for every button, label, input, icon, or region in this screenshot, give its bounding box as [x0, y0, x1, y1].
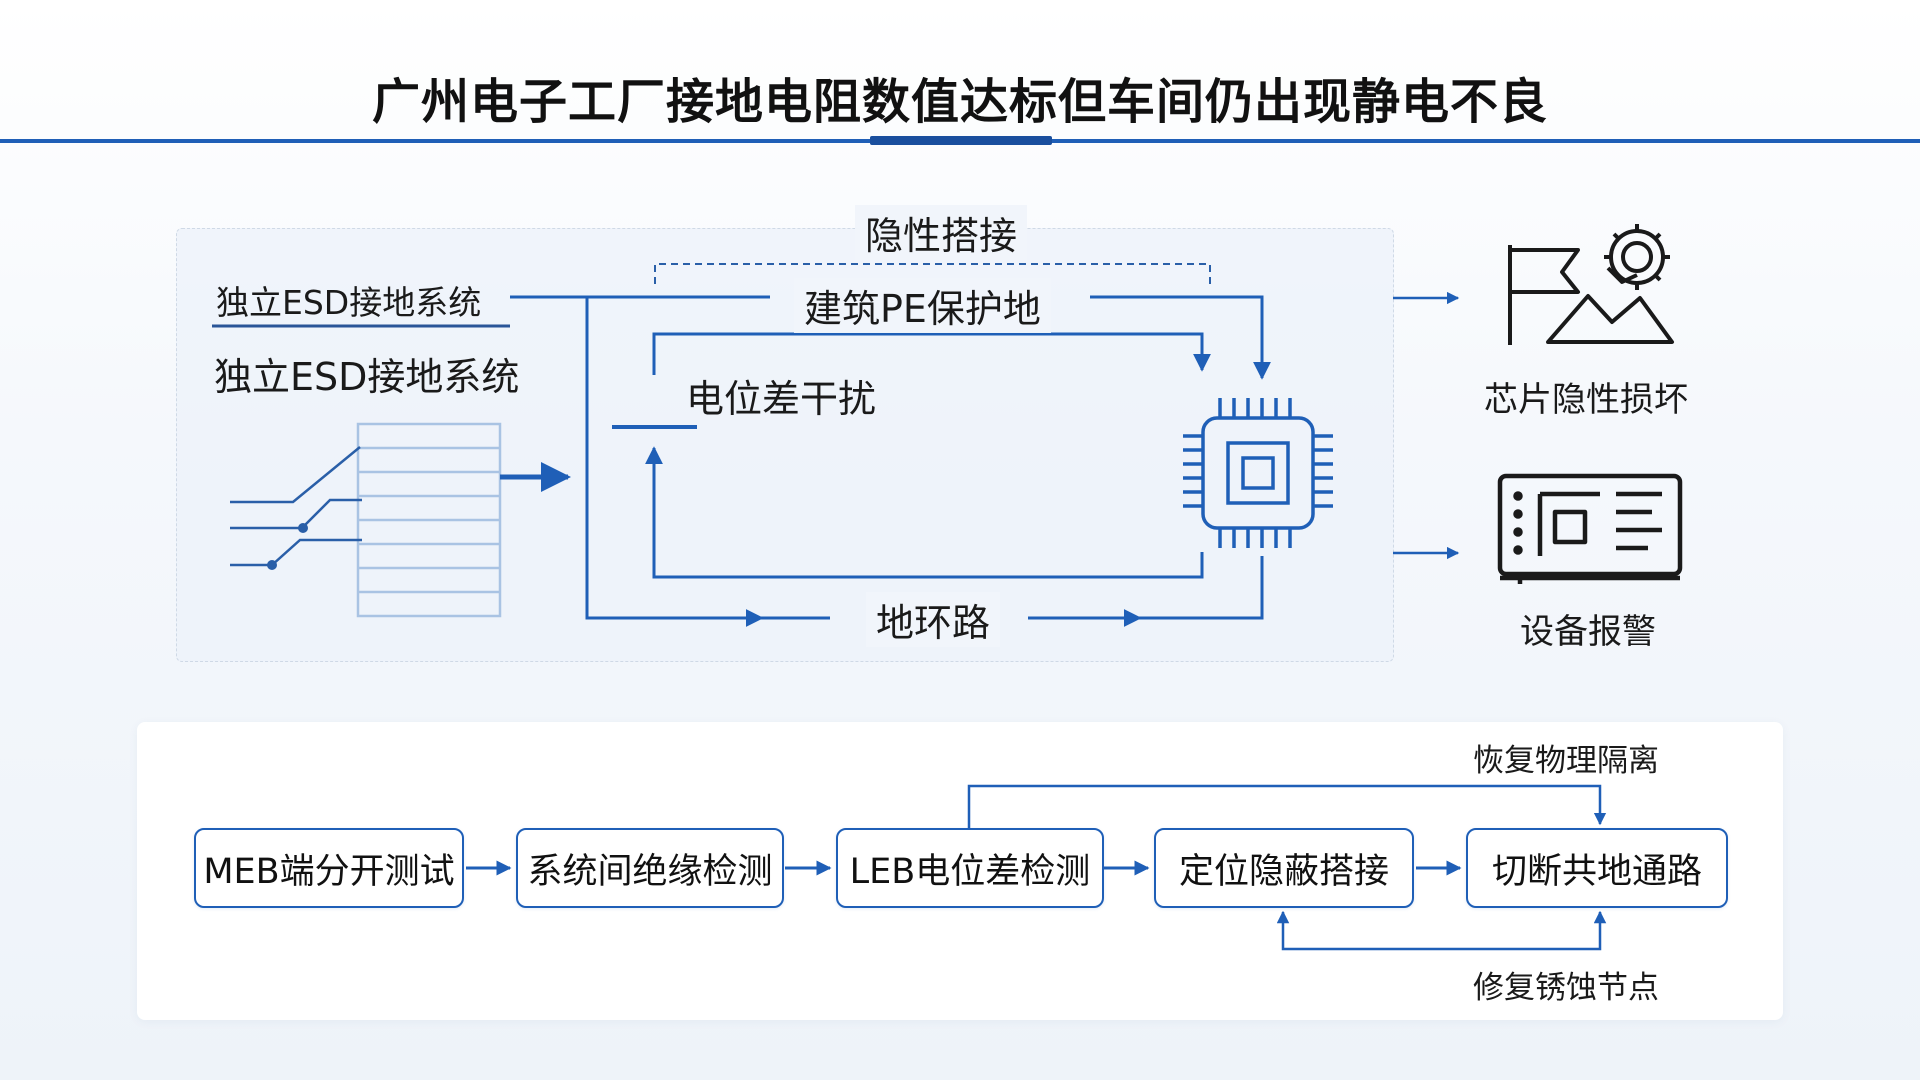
- pe-ground-line: [652, 332, 1211, 375]
- equipment-alarm-label: 设备报警: [1520, 612, 1656, 652]
- repair-corroded-nodes-label: 修复锈蚀节点: [1473, 970, 1659, 1006]
- ground-loop-label: 地环路: [866, 592, 1001, 647]
- alarm-monitor-icon: [1497, 473, 1683, 584]
- page-title: 广州电子工厂接地电阻数值达标但车间仍出现静电不良: [371, 74, 1548, 130]
- ground-loop-line-return: [1028, 556, 1264, 620]
- diagram-panel: [176, 228, 1394, 662]
- wire-node: [298, 523, 308, 533]
- restore-isolation-label: 恢复物理隔离: [1473, 743, 1659, 779]
- feedback-loop-top: [967, 784, 1607, 828]
- ground-loop-line: [585, 297, 830, 620]
- step-cut-shared-path: 切断共地通路: [1466, 828, 1728, 908]
- step-meb-separate-test: MEB端分开测试: [194, 828, 464, 908]
- potential-interference-label: 电位差干扰: [686, 377, 877, 421]
- step-insulation-check: 系统间绝缘检测: [516, 828, 784, 908]
- title-divider-accent: [870, 136, 1052, 145]
- esd-system-label-secondary: 独立ESD接地系统: [214, 355, 520, 399]
- esd-wires: [230, 446, 362, 567]
- cpu-chip-icon: [1183, 398, 1333, 548]
- esd-busbar-grid: [356, 422, 502, 618]
- esd-system-label: 独立ESD接地系统: [216, 283, 482, 322]
- feedback-loop-bottom: [1276, 910, 1607, 951]
- pe-ground-label: 建筑PE保护地: [794, 278, 1051, 333]
- chip-damage-label: 芯片隐性损坏: [1484, 380, 1688, 420]
- potential-loop-line: [645, 446, 1204, 579]
- esd-to-chip-line: [1090, 295, 1271, 380]
- step-locate-hidden-bond: 定位隐蔽搭接: [1154, 828, 1414, 908]
- flag-gear-icon: [1508, 224, 1674, 345]
- hidden-bond-label: 隐性搭接: [855, 205, 1028, 260]
- wire-node: [267, 560, 277, 570]
- step-leb-potential-check: LEB电位差检测: [836, 828, 1104, 908]
